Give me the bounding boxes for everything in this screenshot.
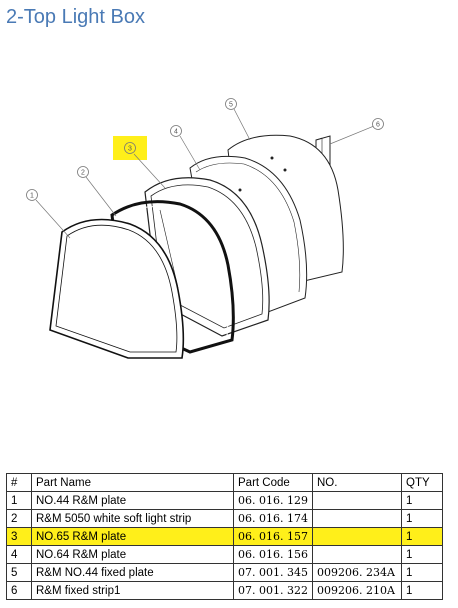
callout-5: 5 xyxy=(225,98,251,141)
table-row: 1 NO.44 R&M plate 06. 016. 129 1 xyxy=(6,491,443,510)
row-num: 6 xyxy=(6,581,32,600)
callout-4: 4 xyxy=(170,125,201,171)
row-part-code: 06. 016. 157 xyxy=(233,527,313,546)
exploded-view-diagram: 1 2 3 4 5 6 xyxy=(26,98,384,359)
part-1-plate xyxy=(49,218,185,359)
row-qty: 1 xyxy=(401,527,443,546)
row-num: 2 xyxy=(6,509,32,528)
row-part-name: R&M 5050 white soft light strip xyxy=(31,509,234,528)
header-no: NO. xyxy=(312,473,402,492)
table-row: 6 R&M fixed strip1 07. 001. 322 009206. … xyxy=(6,581,443,600)
svg-text:4: 4 xyxy=(174,129,178,136)
table-row: 2 R&M 5050 white soft light strip 06. 01… xyxy=(6,509,443,528)
table-row: 5 R&M NO.44 fixed plate 07. 001. 345 009… xyxy=(6,563,443,582)
row-qty: 1 xyxy=(401,509,443,528)
row-qty: 1 xyxy=(401,563,443,582)
page-title: 2-Top Light Box xyxy=(6,6,145,28)
header-num: # xyxy=(6,473,32,492)
row-part-name: R&M NO.44 fixed plate xyxy=(31,563,234,582)
row-part-name: NO.65 R&M plate xyxy=(31,527,234,546)
row-part-code: 07. 001. 322 xyxy=(233,581,313,600)
svg-text:1: 1 xyxy=(30,193,34,200)
row-qty: 1 xyxy=(401,491,443,510)
row-part-code: 06. 016. 156 xyxy=(233,545,313,564)
svg-text:3: 3 xyxy=(128,146,132,153)
row-num: 3 xyxy=(6,527,32,546)
row-part-code: 07. 001. 345 xyxy=(233,563,313,582)
callout-2: 2 xyxy=(77,166,117,217)
parts-table: # Part Name Part Code NO. QTY 1 NO.44 R&… xyxy=(6,473,443,600)
row-num: 4 xyxy=(6,545,32,564)
row-part-name: NO.44 R&M plate xyxy=(31,491,234,510)
row-no: 009206. 234A xyxy=(312,563,402,582)
svg-text:5: 5 xyxy=(229,102,233,109)
header-part-code: Part Code xyxy=(233,473,313,492)
svg-text:6: 6 xyxy=(376,122,380,129)
row-part-code: 06. 016. 129 xyxy=(233,491,313,510)
row-part-code: 06. 016. 174 xyxy=(233,509,313,528)
part-2-light-strip xyxy=(110,200,235,354)
row-no: 009206. 210A xyxy=(312,581,402,600)
row-qty: 1 xyxy=(401,581,443,600)
header-part-name: Part Name xyxy=(31,473,234,492)
row-no xyxy=(312,509,402,528)
svg-text:2: 2 xyxy=(81,170,85,177)
callout-6: 6 xyxy=(329,118,384,145)
callout-3-highlighted: 3 xyxy=(113,136,166,189)
row-num: 5 xyxy=(6,563,32,582)
row-part-name: R&M fixed strip1 xyxy=(31,581,234,600)
row-no xyxy=(312,545,402,564)
row-no xyxy=(312,527,402,546)
row-num: 1 xyxy=(6,491,32,510)
row-part-name: NO.64 R&M plate xyxy=(31,545,234,564)
table-row: 4 NO.64 R&M plate 06. 016. 156 1 xyxy=(6,545,443,564)
table-row-highlighted: 3 NO.65 R&M plate 06. 016. 157 1 xyxy=(6,527,443,546)
row-no xyxy=(312,491,402,510)
header-qty: QTY xyxy=(401,473,443,492)
row-qty: 1 xyxy=(401,545,443,564)
table-header-row: # Part Name Part Code NO. QTY xyxy=(6,473,443,492)
callout-1: 1 xyxy=(26,189,71,239)
